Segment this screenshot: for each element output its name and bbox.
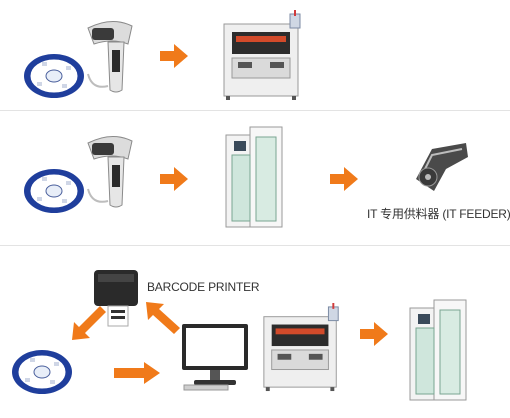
barcode-printer-icon [94,270,138,327]
pick-and-place-machine-icon [223,10,301,100]
tape-reel-icon [24,169,84,213]
row-3-panel: BARCODE PRINTER [0,246,510,418]
barcode-scanner-icon [87,21,133,93]
barcode-printer-label: BARCODE PRINTER [147,280,260,294]
pick-and-place-machine-icon [263,303,339,392]
arrow-right-icon [360,322,388,346]
arrow-right-icon [160,167,188,191]
it-feeder-icon [416,143,468,191]
it-feeder-label: IT 专用供料器 (IT FEEDER) [367,207,510,221]
row-1-panel [0,0,510,111]
row-2-panel: IT 专用供料器 (IT FEEDER) [0,111,510,246]
arrow-right-icon [330,167,358,191]
arrow-right-icon [114,362,160,384]
barcode-scanner-icon [87,136,133,208]
arrow-down-left-icon [72,306,106,340]
tape-reel-icon [24,54,84,98]
arrow-up-left-icon [146,302,180,334]
smart-storage-cabinet-icon [225,126,283,228]
computer-monitor-icon [182,324,248,391]
smart-storage-cabinet-icon [409,299,467,401]
arrow-right-icon [160,44,188,68]
tape-reel-icon [12,350,72,394]
